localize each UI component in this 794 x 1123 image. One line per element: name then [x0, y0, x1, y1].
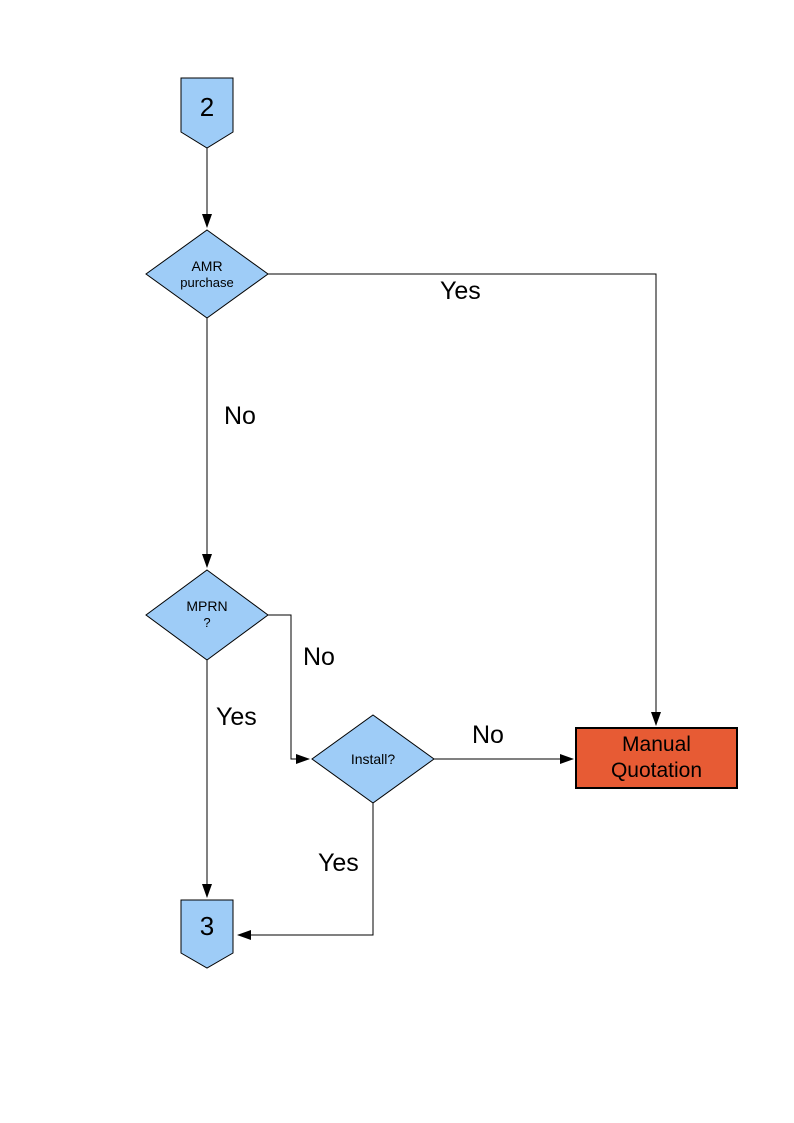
offpage-connector-3-shape — [180, 899, 234, 969]
amr-purchase-label: AMR purchase — [146, 258, 268, 290]
edge-label-mprn-no: No — [303, 643, 335, 671]
edge-label-amr-no: No — [224, 402, 256, 430]
edge-label-install-no: No — [472, 721, 504, 749]
install-label: Install? — [312, 751, 434, 768]
mprn-label-line1: MPRN — [186, 598, 228, 614]
install-label-line1: Install? — [350, 751, 396, 767]
connector-amr-yes-to-manual-quotation — [268, 273, 661, 726]
offpage-connector-2-label: 2 — [199, 91, 215, 122]
manual-quotation-label-line1: Manual — [622, 733, 691, 756]
amr-purchase-decision-diamond — [145, 229, 269, 319]
edge-label-install-yes: Yes — [318, 849, 359, 877]
mprn-decision-diamond — [145, 569, 269, 661]
mprn-label: MPRN ? — [146, 598, 268, 630]
install-decision-diamond — [311, 714, 435, 804]
manual-quotation-box — [575, 727, 738, 789]
offpage-connector-2-shape — [180, 77, 234, 149]
connector-mprn-no-to-install — [268, 614, 310, 764]
connector-install-yes-to-end3 — [237, 803, 374, 940]
mprn-label-line2: ? — [203, 615, 211, 630]
manual-quotation-label-line2: Quotation — [610, 759, 703, 782]
manual-quotation-label: Manual Quotation — [577, 729, 736, 787]
offpage-connector-3-label: 3 — [199, 911, 215, 941]
edge-label-mprn-yes: Yes — [216, 703, 257, 731]
amr-purchase-label-line1: AMR — [191, 258, 223, 274]
edge-label-amr-yes: Yes — [440, 277, 481, 305]
amr-purchase-label-line2: purchase — [180, 275, 234, 290]
